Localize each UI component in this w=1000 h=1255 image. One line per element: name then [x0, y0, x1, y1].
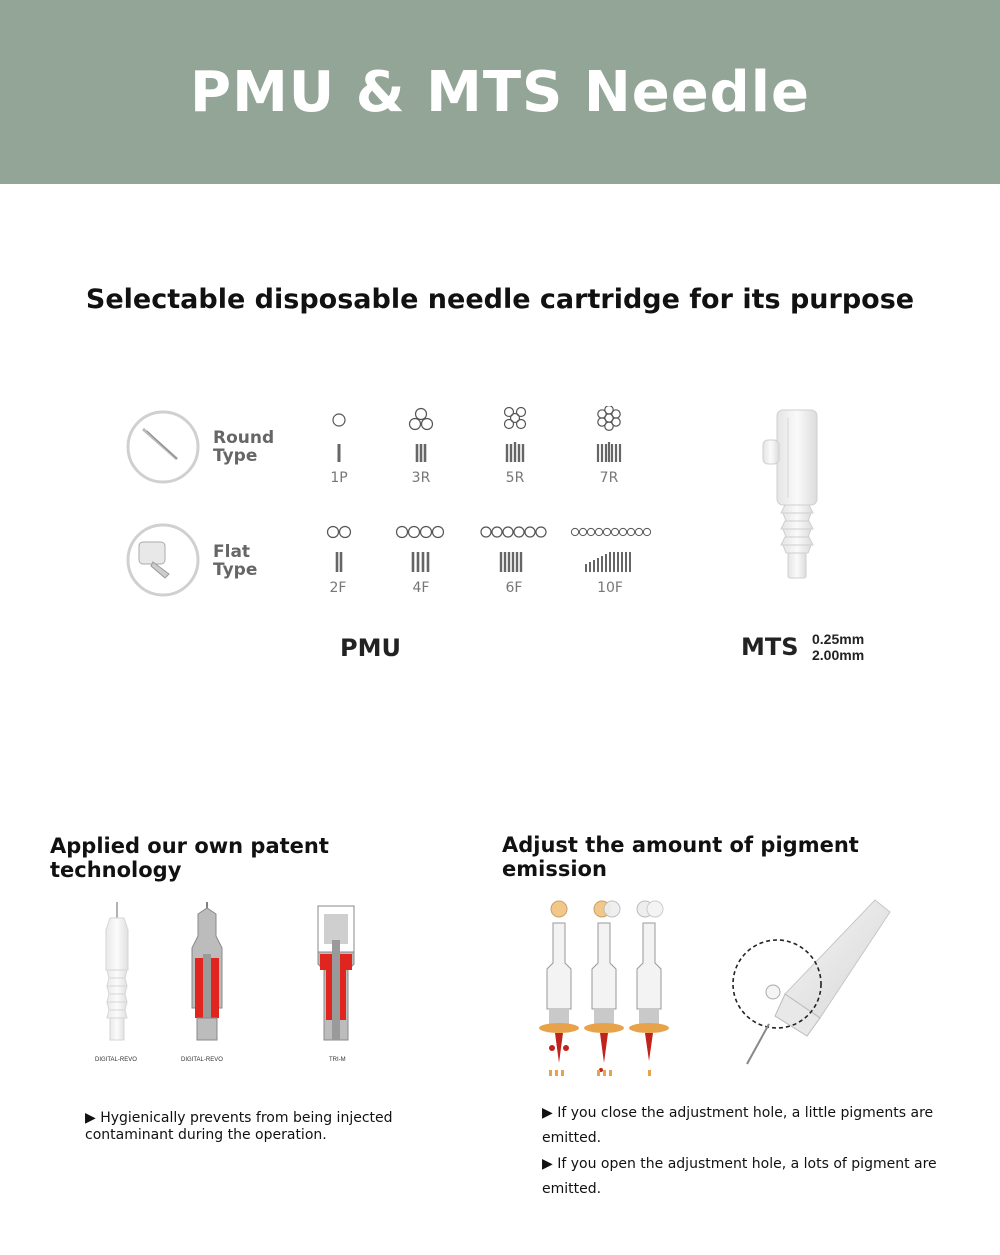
flat-needle-zoom-icon: [126, 523, 200, 597]
config-2f-icon: [326, 525, 352, 572]
pigment-note-close-line1: ▶ If you close the adjustment hole, a li…: [542, 1105, 934, 1121]
patent-title: Applied our own patent technology: [50, 834, 329, 882]
code-3r: 3R: [411, 470, 431, 486]
code-5r: 5R: [505, 470, 525, 486]
round-label-line1: Round: [213, 428, 275, 448]
section-title-cartridge: Selectable disposable needle cartridge f…: [85, 284, 915, 315]
digital-revo-cutaway-image: [191, 902, 223, 1041]
config-6f-icon: [480, 526, 547, 572]
caption-tri-m: TRI-M: [329, 1057, 346, 1063]
patent-cartridge-diagrams: [105, 902, 355, 1041]
flat-label-line2: Type: [213, 560, 258, 580]
pigment-note-open-line1: ▶ If you open the adjustment hole, a lot…: [542, 1156, 937, 1172]
config-7r-icon: [596, 406, 622, 462]
pmu-label: PMU: [340, 634, 401, 662]
round-needle-configurations: [332, 406, 622, 462]
patent-note-line1: ▶ Hygienically prevents from being injec…: [85, 1110, 393, 1126]
page-title: PMU & MTS Needle: [190, 59, 810, 125]
pigment-note-open: ▶ If you open the adjustment hole, a lot…: [542, 1152, 937, 1202]
config-3r-icon: [408, 407, 434, 462]
pigment-title: Adjust the amount of pigment emission: [502, 833, 859, 881]
adjustment-hole-closeup-image: [732, 899, 891, 1065]
mts-spec-1: 0.25mm: [812, 631, 865, 647]
config-1p-icon: [332, 413, 346, 462]
mts-label: MTS: [741, 633, 799, 661]
pigment-note-close-line2: emitted.: [542, 1130, 602, 1146]
mts-cartridge-image: [762, 409, 818, 579]
round-type-label: Round Type: [213, 429, 274, 465]
config-4f-icon: [395, 525, 445, 572]
round-label-line2: Type: [213, 446, 258, 466]
header-banner: PMU & MTS Needle: [0, 0, 1000, 184]
caption-digital-revo-1: DIGITAL-REVO: [95, 1057, 137, 1063]
mts-spec-2: 2.00mm: [812, 647, 865, 663]
code-2f: 2F: [329, 580, 347, 596]
code-4f: 4F: [412, 580, 430, 596]
flat-label-line1: Flat: [213, 542, 251, 562]
pigment-note-close: ▶ If you close the adjustment hole, a li…: [542, 1101, 933, 1151]
code-7r: 7R: [599, 470, 619, 486]
tri-m-cutaway-image: [317, 905, 355, 1041]
patent-note: ▶ Hygienically prevents from being injec…: [85, 1110, 393, 1144]
flat-type-label: Flat Type: [213, 543, 257, 579]
code-1p: 1P: [330, 470, 348, 486]
patent-note-line2: contaminant during the operation.: [85, 1127, 327, 1143]
pigment-note-open-line2: emitted.: [542, 1181, 602, 1197]
mts-specs: 0.25mm 2.00mm: [812, 631, 864, 663]
caption-digital-revo-2: DIGITAL-REVO: [181, 1057, 223, 1063]
code-6f: 6F: [505, 580, 523, 596]
flat-needle-configurations: [326, 525, 652, 572]
digital-revo-clear-image: [105, 902, 129, 1041]
code-10f: 10F: [597, 580, 623, 596]
config-10f-icon: [570, 527, 652, 572]
pigment-adjustment-diagram: [539, 900, 669, 1076]
config-5r-icon: [503, 406, 527, 462]
round-needle-zoom-icon: [126, 410, 200, 484]
